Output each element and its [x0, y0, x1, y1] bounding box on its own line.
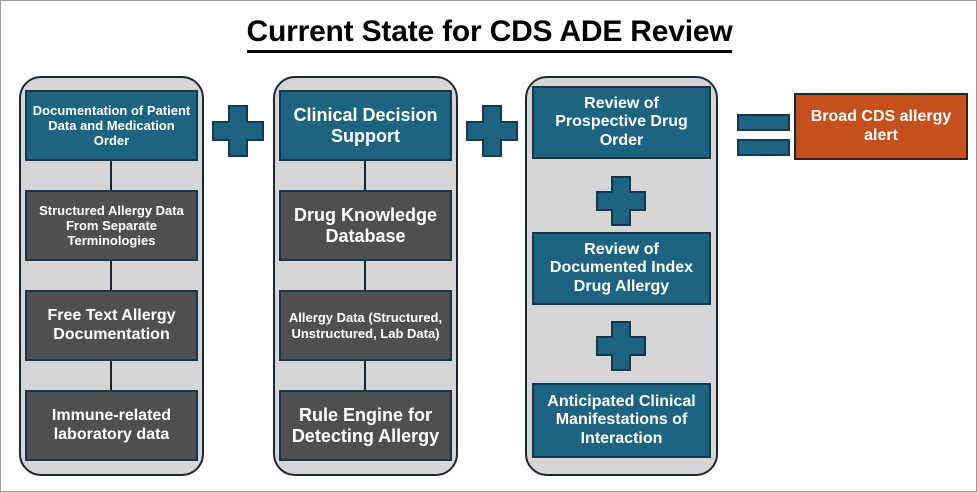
plus-fill-vertical: [229, 107, 247, 155]
plus-icon-between-col2-col3: [466, 105, 518, 157]
node-anticipated-clinical-manifestations[interactable]: Anticipated Clinical Manifestations of I…: [532, 383, 711, 458]
node-label: Anticipated Clinical Manifestations of I…: [547, 392, 696, 447]
node-label: Rule Engine for Detecting Allergy: [291, 404, 440, 446]
node-label: Drug Knowledge Database: [294, 204, 437, 246]
node-structured-allergy-data[interactable]: Structured Allergy Data From Separate Te…: [25, 190, 198, 261]
plus-fill-vertical: [483, 107, 501, 155]
node-allergy-data-sources[interactable]: Allergy Data (Structured, Unstructured, …: [279, 290, 452, 361]
equals-bar-top: [737, 114, 790, 131]
node-label: Allergy Data (Structured, Unstructured, …: [288, 310, 443, 341]
connector-c1-n3-n4: [110, 361, 112, 390]
connector-c1-n2-n3: [110, 261, 112, 290]
node-review-documented-index-allergy[interactable]: Review of Documented Index Drug Allergy: [532, 232, 711, 305]
node-label: Immune-related laboratory data: [51, 406, 172, 443]
node-immune-lab-data[interactable]: Immune-related laboratory data: [25, 390, 198, 461]
plus-fill-vertical: [613, 323, 629, 369]
result-broad-cds-allergy-alert[interactable]: Broad CDS allergy alert: [794, 93, 968, 160]
node-label: Free Text Allergy Documentation: [47, 306, 176, 343]
node-label: Review of Documented Index Drug Allergy: [549, 240, 694, 295]
node-drug-knowledge-database[interactable]: Drug Knowledge Database: [279, 190, 452, 261]
node-free-text-allergy[interactable]: Free Text Allergy Documentation: [25, 290, 198, 361]
node-label: Clinical Decision Support: [293, 104, 438, 146]
page-title: Current State for CDS ADE Review: [1, 15, 976, 53]
plus-icon-inner-col3-2: [596, 321, 646, 371]
equals-icon: [737, 114, 790, 156]
connector-c2-n2-n3: [364, 261, 366, 290]
node-clinical-decision-support[interactable]: Clinical Decision Support: [279, 90, 452, 161]
node-label: Review of Prospective Drug Order: [555, 94, 688, 149]
plus-fill-vertical: [613, 178, 629, 224]
node-label: Structured Allergy Data From Separate Te…: [39, 202, 184, 249]
node-label: Documentation of Patient Data and Medica…: [32, 102, 191, 149]
result-label: Broad CDS allergy alert: [810, 107, 952, 144]
node-documentation-patient-data[interactable]: Documentation of Patient Data and Medica…: [25, 90, 198, 161]
node-rule-engine[interactable]: Rule Engine for Detecting Allergy: [279, 390, 452, 461]
plus-icon-inner-col3-1: [596, 176, 646, 226]
connector-c2-n3-n4: [364, 361, 366, 390]
connector-c2-n1-n2: [364, 161, 366, 190]
plus-icon-between-col1-col2: [212, 105, 264, 157]
page-title-text: Current State for CDS ADE Review: [246, 15, 733, 53]
connector-c1-n1-n2: [110, 161, 112, 190]
equals-bar-bottom: [737, 139, 790, 156]
node-review-prospective-drug-order[interactable]: Review of Prospective Drug Order: [532, 86, 711, 159]
